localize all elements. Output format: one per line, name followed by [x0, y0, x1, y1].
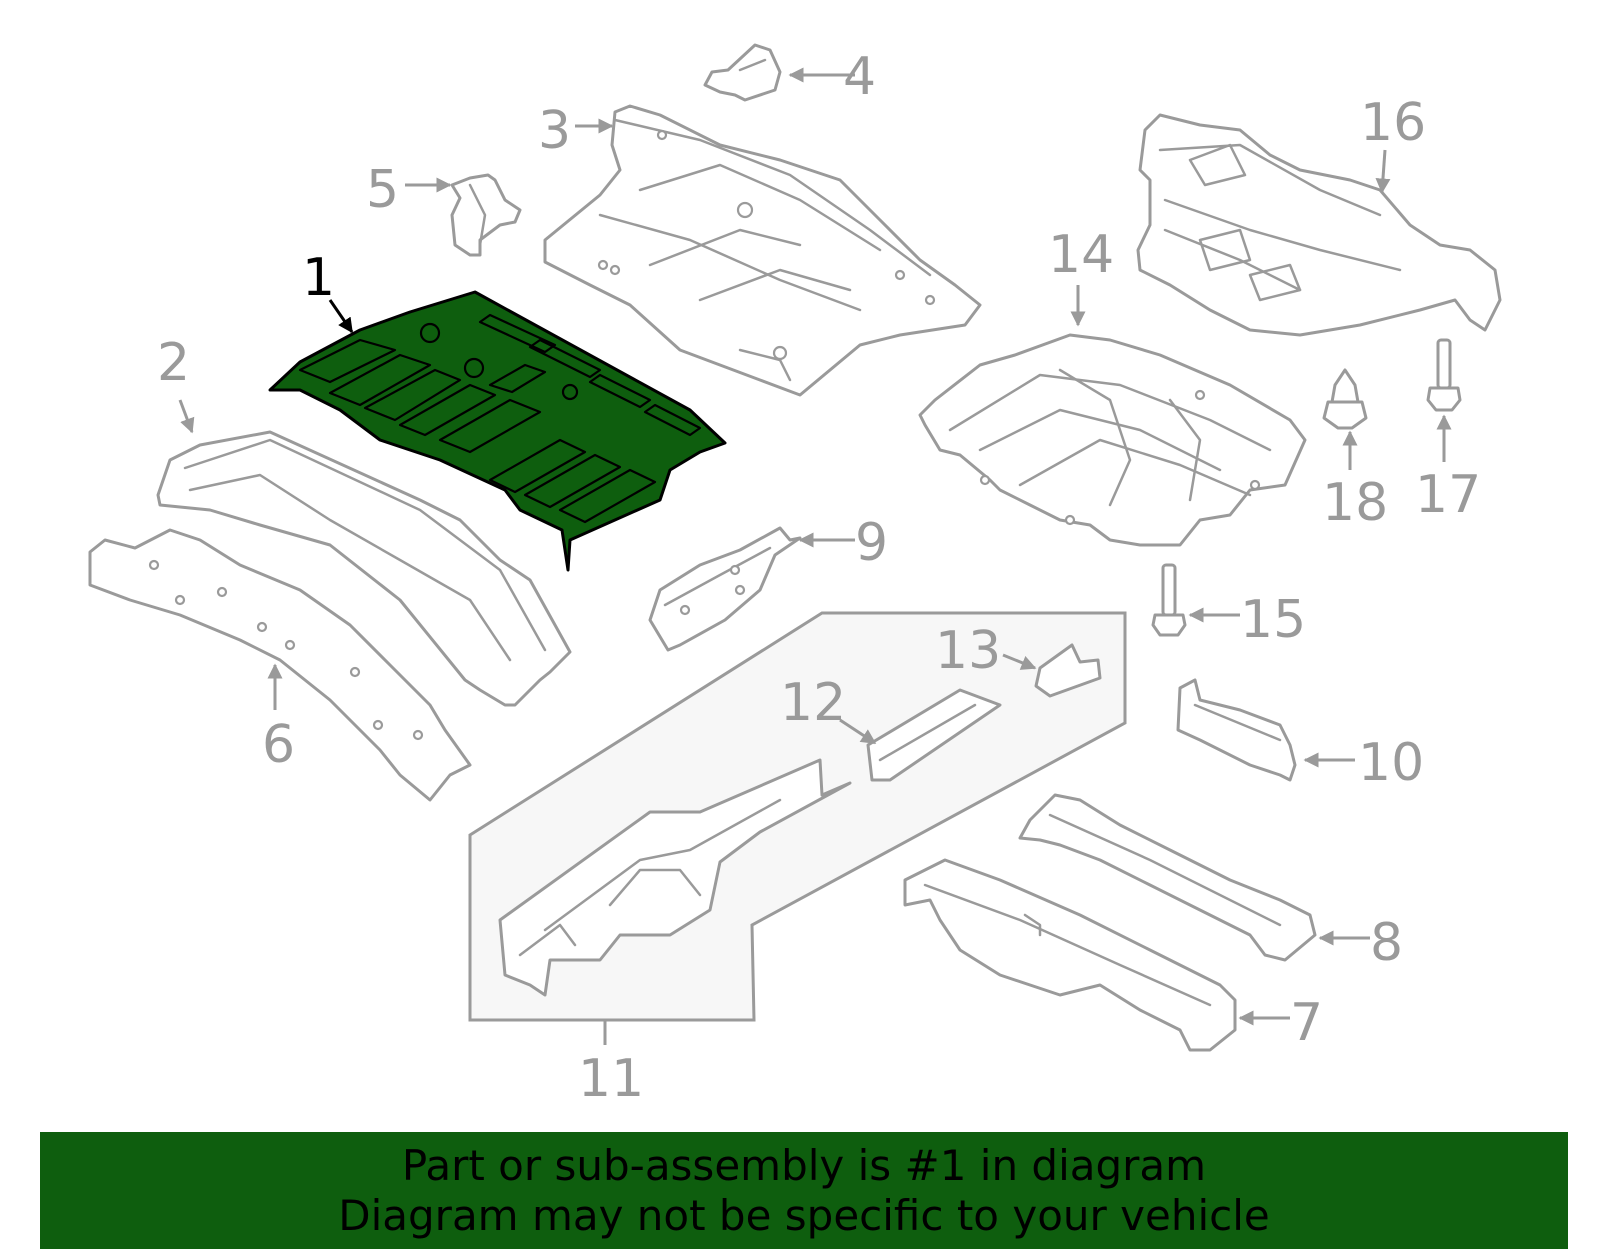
part-8-crossmember[interactable] — [1018, 793, 1317, 962]
callout-1-arrow — [328, 299, 354, 334]
callout-16-label: 16 — [1360, 93, 1426, 153]
callout-10-label: 10 — [1358, 733, 1424, 793]
callout-15-label: 15 — [1240, 590, 1306, 650]
callout-9-label: 9 — [855, 513, 888, 573]
part-14-undercover[interactable] — [918, 333, 1307, 547]
info-banner: Part or sub-assembly is #1 in diagram Di… — [40, 1132, 1568, 1249]
callout-13-label: 13 — [935, 621, 1001, 681]
part-10-bracket[interactable] — [1176, 678, 1297, 782]
part-16-undercover[interactable] — [1136, 113, 1502, 337]
part-2-side-member[interactable] — [156, 430, 572, 707]
callout-18-label: 18 — [1322, 473, 1388, 533]
callout-8-label: 8 — [1370, 913, 1403, 973]
part-1-rear-floor-pan[interactable] — [268, 290, 727, 572]
callout-11-label: 11 — [578, 1049, 644, 1109]
callout-7-label: 7 — [1290, 993, 1323, 1053]
banner-line-1: Part or sub-assembly is #1 in diagram — [401, 1141, 1207, 1190]
part-18-clip[interactable] — [1322, 368, 1368, 430]
callout-3-label: 3 — [538, 101, 571, 161]
callout-1-label: 1 — [302, 248, 335, 308]
part-4-bracket[interactable] — [703, 43, 782, 102]
part-3-floor-panel[interactable] — [543, 104, 982, 397]
callout-12-arrow — [839, 718, 877, 745]
callout-12-label: 12 — [780, 673, 846, 733]
callout-5-label: 5 — [366, 160, 399, 220]
part-9-bracket[interactable] — [648, 526, 802, 652]
parts-diagram: 4 3 5 1 2 6 9 14 16 18 17 15 13 12 10 8 … — [88, 43, 1502, 1109]
callout-14-label: 14 — [1048, 225, 1114, 285]
callout-17-label: 17 — [1415, 465, 1481, 525]
callout-16-arrow — [1375, 149, 1391, 194]
part-6-crossmember[interactable] — [88, 528, 472, 802]
banner-line-2: Diagram may not be specific to your vehi… — [338, 1191, 1270, 1240]
part-15-bolt[interactable] — [1151, 563, 1187, 637]
part-5-bracket[interactable] — [450, 173, 522, 257]
part-11-subassembly[interactable] — [468, 611, 1127, 1022]
callout-4-label: 4 — [843, 47, 876, 107]
callout-2-arrow — [178, 399, 195, 434]
callout-2-label: 2 — [157, 333, 190, 393]
part-7-crossmember[interactable] — [903, 858, 1237, 1052]
callout-13-arrow — [1002, 653, 1037, 670]
part-17-bolt[interactable] — [1426, 338, 1462, 412]
callout-6-label: 6 — [262, 715, 295, 775]
